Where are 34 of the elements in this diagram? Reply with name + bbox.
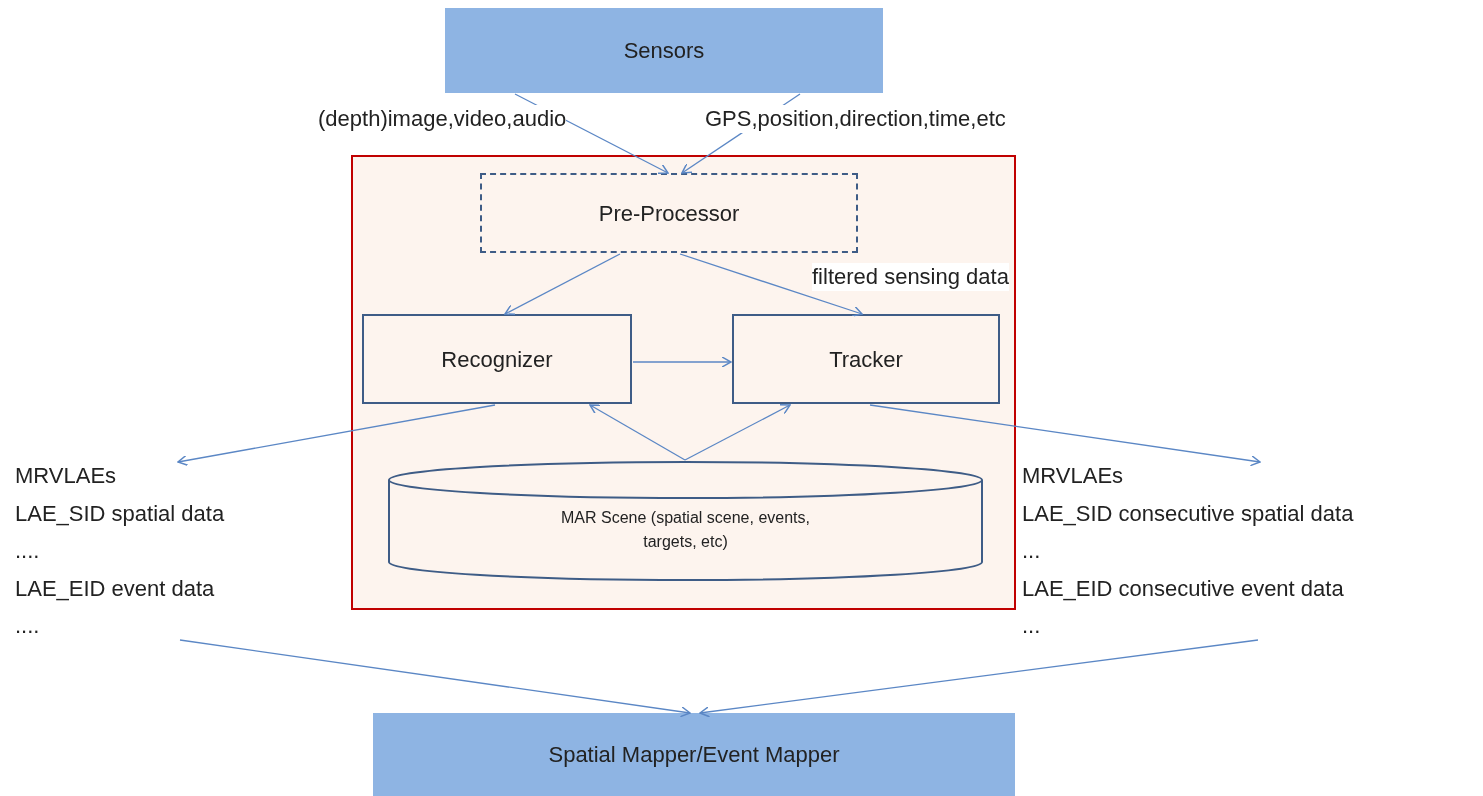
edge-label: filtered sensing data: [812, 263, 1009, 291]
text-line: LAE_EID event data: [15, 574, 216, 603]
arrow: [589, 404, 686, 461]
node-label: Sensors: [623, 37, 705, 65]
arrow: [699, 639, 1259, 718]
text-line: LAE_SID spatial data: [15, 499, 226, 528]
node-label: Tracker: [829, 345, 903, 374]
arrow: [679, 253, 863, 317]
text-line: LAE_EID consecutive event data: [1022, 574, 1345, 603]
process-box: [373, 713, 1015, 796]
node-label: MAR Scene (spatial scene, events, targets, etc): [560, 508, 811, 552]
dashed-process-box: [480, 173, 858, 253]
text-line: MRVLAEs: [15, 462, 118, 490]
process-box: [445, 8, 883, 93]
arrow: [869, 404, 1261, 467]
node-label: Recognizer: [441, 345, 553, 374]
text-line: ...: [1022, 537, 1042, 565]
process-box: [362, 314, 632, 404]
arrow: [179, 639, 691, 718]
text-line: LAE_SID consecutive spatial data: [1022, 499, 1355, 528]
text-line: ...: [1022, 612, 1042, 640]
frame-box: [351, 155, 1016, 610]
arrow: [632, 356, 732, 368]
edge-label: GPS,position,direction,time,etc: [705, 105, 1006, 133]
edge-label: (depth)image,video,audio: [318, 105, 567, 133]
node-label: Pre-Processor: [598, 199, 740, 228]
text-line: MRVLAEs: [1022, 462, 1125, 490]
node-label: Spatial Mapper/Event Mapper: [548, 741, 840, 769]
process-box: [732, 314, 1000, 404]
text-line: ....: [15, 537, 41, 565]
arrow: [177, 404, 496, 467]
arrow: [684, 404, 791, 461]
arrow: [504, 253, 621, 315]
text-line: ....: [15, 612, 41, 640]
